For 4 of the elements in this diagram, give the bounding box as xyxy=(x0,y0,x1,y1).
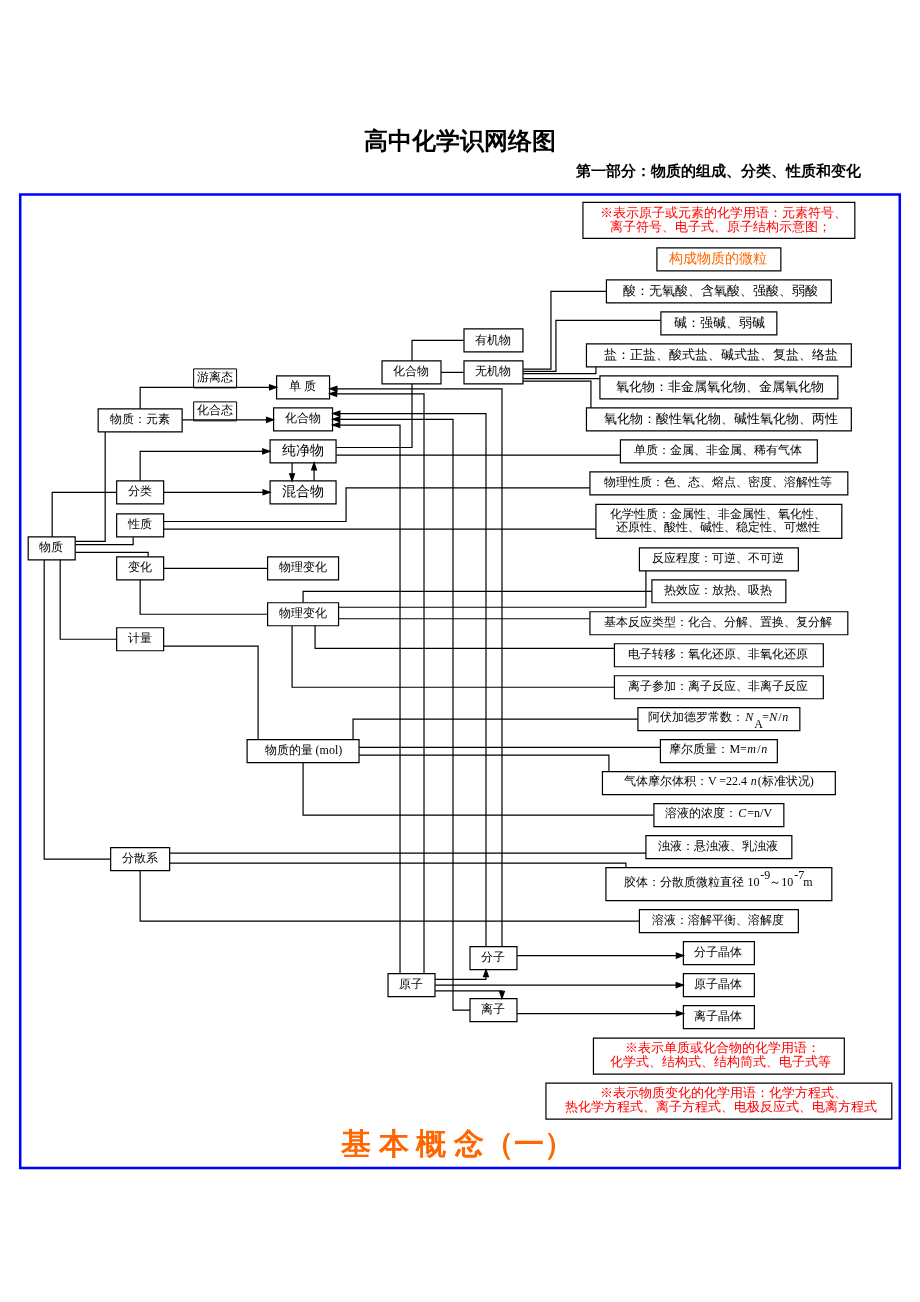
edge-label: 游离态 xyxy=(196,369,233,384)
label: 第一部分：物质的组成、分类、性质和变化 xyxy=(575,162,861,179)
edge-label: 化合态 xyxy=(196,402,233,417)
diagram-title: 高中化学识网络图 xyxy=(363,127,556,154)
